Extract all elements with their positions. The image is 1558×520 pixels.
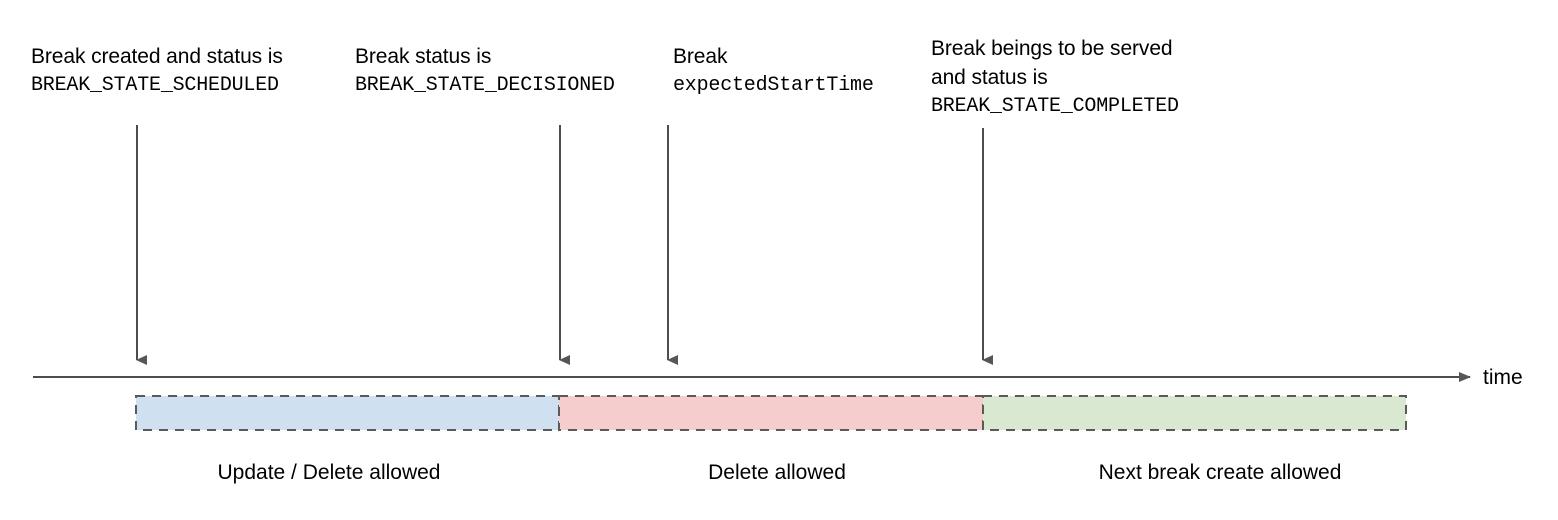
annotation-line: BREAK_STATE_DECISIONED: [355, 74, 615, 97]
caption-update-delete: Update / Delete allowed: [217, 461, 441, 484]
timeline-segment-update-delete: [135, 395, 560, 431]
annotation-break-decisioned: Break status is BREAK_STATE_DECISIONED: [355, 42, 615, 100]
annotation-line: Break beings to be served: [931, 37, 1173, 60]
time-axis-label: time: [1483, 366, 1523, 389]
annotation-line: Break created and status is: [31, 45, 283, 68]
annotation-line: Break status is: [355, 45, 492, 68]
annotation-break-created: Break created and status is BREAK_STATE_S…: [31, 42, 283, 100]
timeline-segment-delete-only: [558, 395, 984, 431]
timeline-segments: [135, 395, 1407, 431]
caption-next-break-create: Next break create allowed: [1098, 461, 1342, 484]
annotation-break-completed: Break beings to be served and status is BR…: [931, 34, 1179, 121]
annotation-line: BREAK_STATE_COMPLETED: [931, 95, 1179, 118]
annotation-line: expectedStartTime: [673, 74, 874, 97]
timeline-segment-next-break-create: [982, 395, 1407, 431]
caption-delete-only: Delete allowed: [708, 461, 846, 484]
marker-arrows: [136, 125, 993, 365]
annotation-line: and status is: [931, 66, 1048, 89]
annotation-line: BREAK_STATE_SCHEDULED: [31, 74, 279, 97]
annotation-line: Break: [673, 45, 728, 68]
annotation-expected-start-time: Break expectedStartTime: [673, 42, 874, 100]
